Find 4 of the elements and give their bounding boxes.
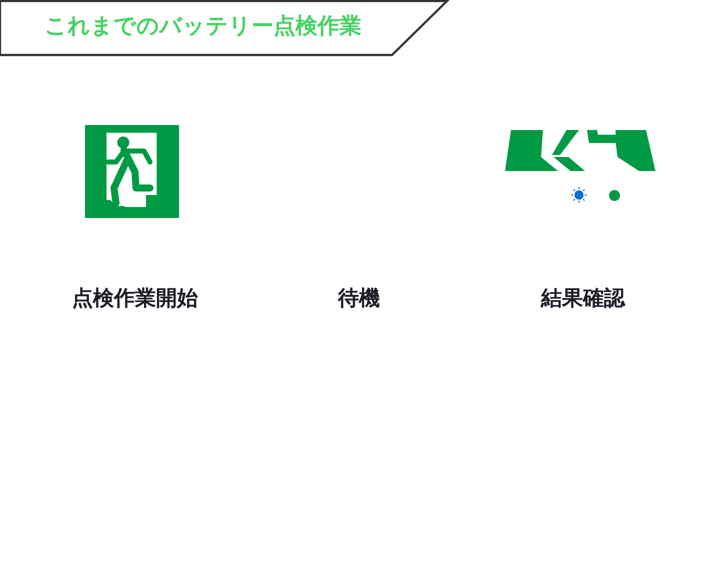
step-label: 待機: [338, 285, 380, 311]
step-label: 結果確認: [541, 285, 625, 311]
banner-title: これまでのバッテリー点検作業: [44, 13, 362, 41]
step-label: 点検作業開始: [72, 285, 198, 311]
